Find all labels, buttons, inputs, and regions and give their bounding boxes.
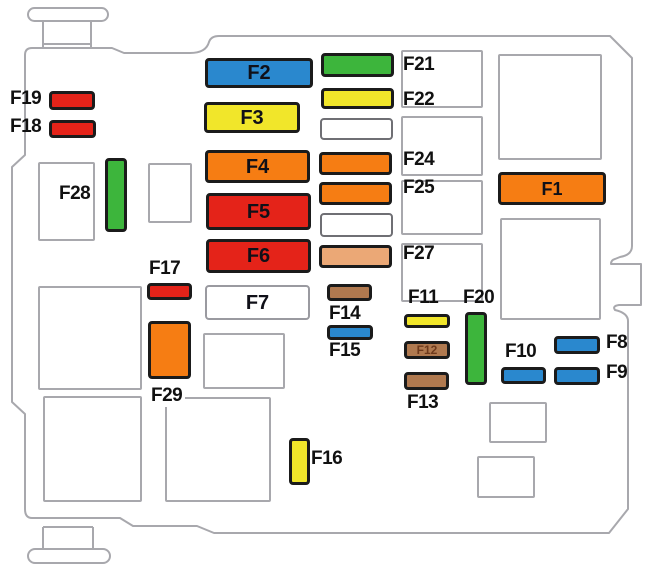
fuse-F10 [501, 367, 546, 384]
fuse-F9 [554, 367, 600, 385]
fuse-label-F24: F24 [403, 149, 435, 170]
fuse-label-F13: F13 [407, 392, 439, 413]
fuse-label-F27: F27 [403, 243, 435, 264]
fuse-label-F11: F11 [408, 287, 439, 308]
fuse-F2: F2 [205, 58, 313, 88]
fuse-F25 [319, 182, 392, 205]
relay-slot-4 [43, 396, 142, 502]
fuse-label-F21: F21 [403, 54, 435, 75]
bottom-mounting-post [27, 526, 111, 564]
relay-slot-11 [498, 54, 602, 160]
relay-slot-12 [500, 218, 601, 320]
relay-slot-14 [477, 456, 535, 498]
fuse-blank-2 [320, 213, 393, 237]
fuse-label-F25: F25 [403, 177, 435, 198]
fuse-F27 [319, 245, 392, 268]
fuse-blank-1 [320, 118, 393, 140]
relay-slot-2 [148, 163, 192, 223]
relay-slot-5 [165, 397, 271, 502]
fuse-label-F9: F9 [606, 362, 628, 383]
fuse-label-F19: F19 [10, 88, 42, 109]
fuse-F13 [404, 372, 449, 390]
fuse-F11 [404, 314, 450, 328]
relay-slot-1 [38, 162, 95, 241]
fuse-F17 [147, 283, 192, 300]
fuse-F20 [465, 312, 487, 385]
fuse-F14 [327, 284, 372, 301]
fuse-label-F8: F8 [606, 332, 628, 353]
fuse-label-F20: F20 [463, 287, 495, 308]
fuse-F8 [554, 336, 600, 354]
relay-slot-6 [203, 333, 285, 389]
fuse-F18 [49, 120, 96, 138]
relay-slot-13 [489, 402, 547, 443]
fuse-label-F28: F28 [59, 183, 91, 204]
fuse-F22 [321, 88, 394, 109]
fuse-label-F16: F16 [311, 448, 343, 469]
fuse-label-F15: F15 [329, 340, 361, 361]
fuse-F24 [319, 152, 392, 175]
fuse-F3: F3 [204, 102, 300, 133]
fuse-F29 [148, 321, 191, 379]
fuse-F7: F7 [205, 285, 310, 320]
relay-slot-10 [401, 243, 483, 302]
relay-slot-8 [401, 116, 483, 176]
fuse-F4: F4 [205, 150, 310, 183]
relay-slot-7 [401, 50, 483, 108]
fuse-F1: F1 [498, 172, 606, 205]
fuse-F19 [49, 91, 95, 110]
fuse-F16 [289, 438, 310, 485]
relay-slot-9 [401, 180, 483, 235]
top-mounting-post [27, 7, 109, 48]
fuse-label-F10: F10 [505, 341, 537, 362]
fuse-label-F22: F22 [403, 89, 435, 110]
fuse-F6: F6 [206, 239, 311, 273]
fuse-label-F17: F17 [149, 258, 181, 279]
fuse-F15 [327, 325, 373, 340]
fuse-F12: F12 [404, 341, 450, 359]
fuse-label-F14: F14 [329, 303, 361, 324]
relay-slot-3 [38, 286, 142, 390]
fuse-F28 [105, 158, 127, 232]
fuse-F21 [321, 53, 394, 77]
fuse-label-F29: F29 [150, 385, 186, 407]
fuse-F5: F5 [206, 193, 311, 230]
fuse-label-F18: F18 [10, 116, 42, 137]
